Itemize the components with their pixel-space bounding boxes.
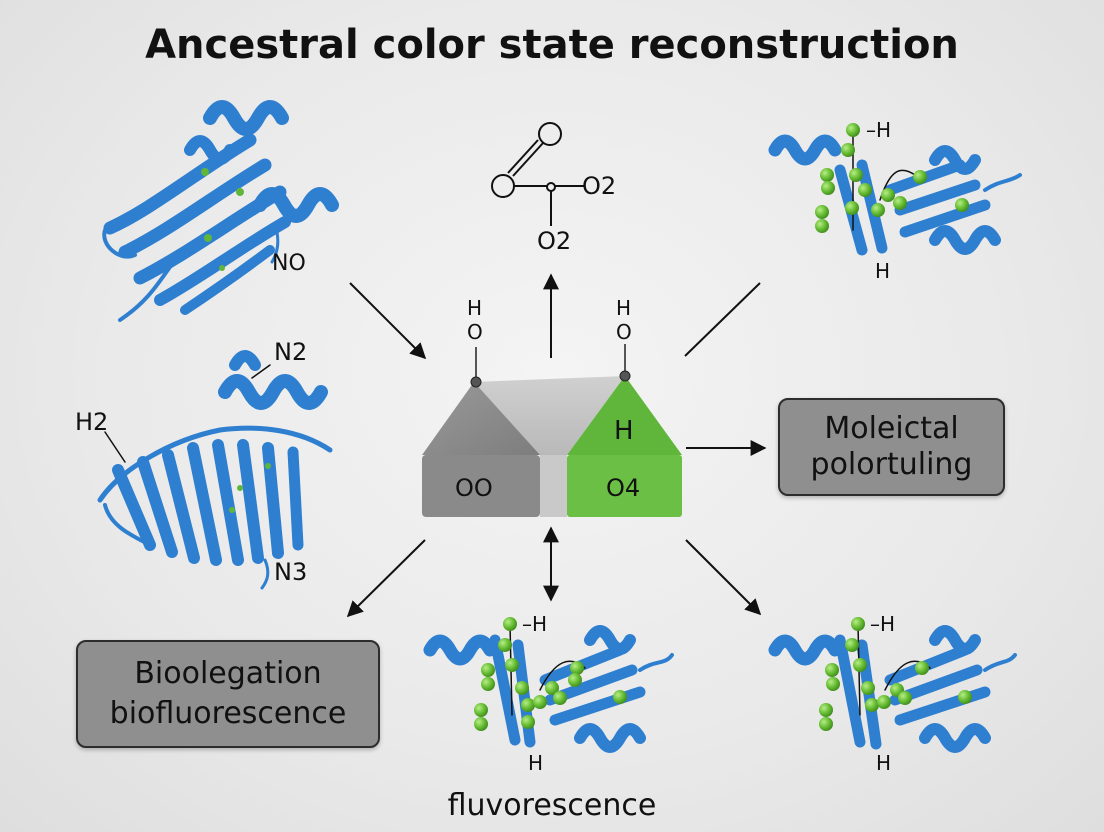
green-roof-label: H <box>614 416 634 446</box>
right-top-h: H <box>616 296 632 320</box>
protein-bottom-center <box>423 617 674 753</box>
protein-top-left <box>102 100 339 322</box>
label-h2: H2 <box>75 408 109 436</box>
box-molecular-line1: Moleictal <box>824 411 959 446</box>
bottom-right-h2: H <box>876 751 892 775</box>
box-molecular-line2: polortuling <box>810 447 973 482</box>
top-right-h2: H <box>875 259 891 283</box>
gray-block-label: OO <box>455 474 493 502</box>
bottom-center-h1: –H <box>522 612 548 636</box>
arrow-top-left <box>349 282 427 360</box>
protein-top-right <box>768 123 1022 256</box>
top-right-h1: –H <box>866 118 892 142</box>
central-block <box>422 344 682 517</box>
label-n2: N2 <box>274 338 308 366</box>
oxygen-molecule <box>491 122 584 226</box>
green-roof-facet <box>567 376 682 455</box>
arrows <box>346 273 767 618</box>
protein-bottom-right <box>768 617 1017 753</box>
bottom-right-h1: –H <box>870 612 896 636</box>
label-n3: N3 <box>274 558 308 586</box>
line-top-right <box>684 282 761 357</box>
right-green-block <box>567 455 682 517</box>
left-gray-block <box>422 455 540 517</box>
bottom-center-h2: H <box>528 751 544 775</box>
right-atom <box>619 370 631 382</box>
box-bio-line2: biofluorescence <box>109 696 347 731</box>
box-biofluorescence: Bioolegation biofluorescence <box>76 640 380 748</box>
box-molecular: Moleictal polortuling <box>778 398 1005 496</box>
middle-block <box>540 455 567 517</box>
middle-roof-facet <box>474 376 625 455</box>
protein-mid-left <box>97 350 333 590</box>
arrow-bottom-right <box>685 539 762 616</box>
diagram-title: Ancestral color state reconstruction <box>145 22 959 68</box>
green-block-label: O4 <box>606 474 641 502</box>
molecule-right-label: O2 <box>582 172 617 200</box>
arrow-bottom-left <box>346 539 426 618</box>
left-atom <box>470 376 482 388</box>
right-top-o: O <box>616 320 632 344</box>
bottom-caption: fluvorescence <box>447 788 657 823</box>
label-no: NO <box>272 251 306 276</box>
left-top-h: H <box>467 296 483 320</box>
box-bio-line1: Bioolegation <box>134 656 322 691</box>
left-top-o: O <box>467 320 483 344</box>
molecule-bottom-label: O2 <box>537 227 572 255</box>
